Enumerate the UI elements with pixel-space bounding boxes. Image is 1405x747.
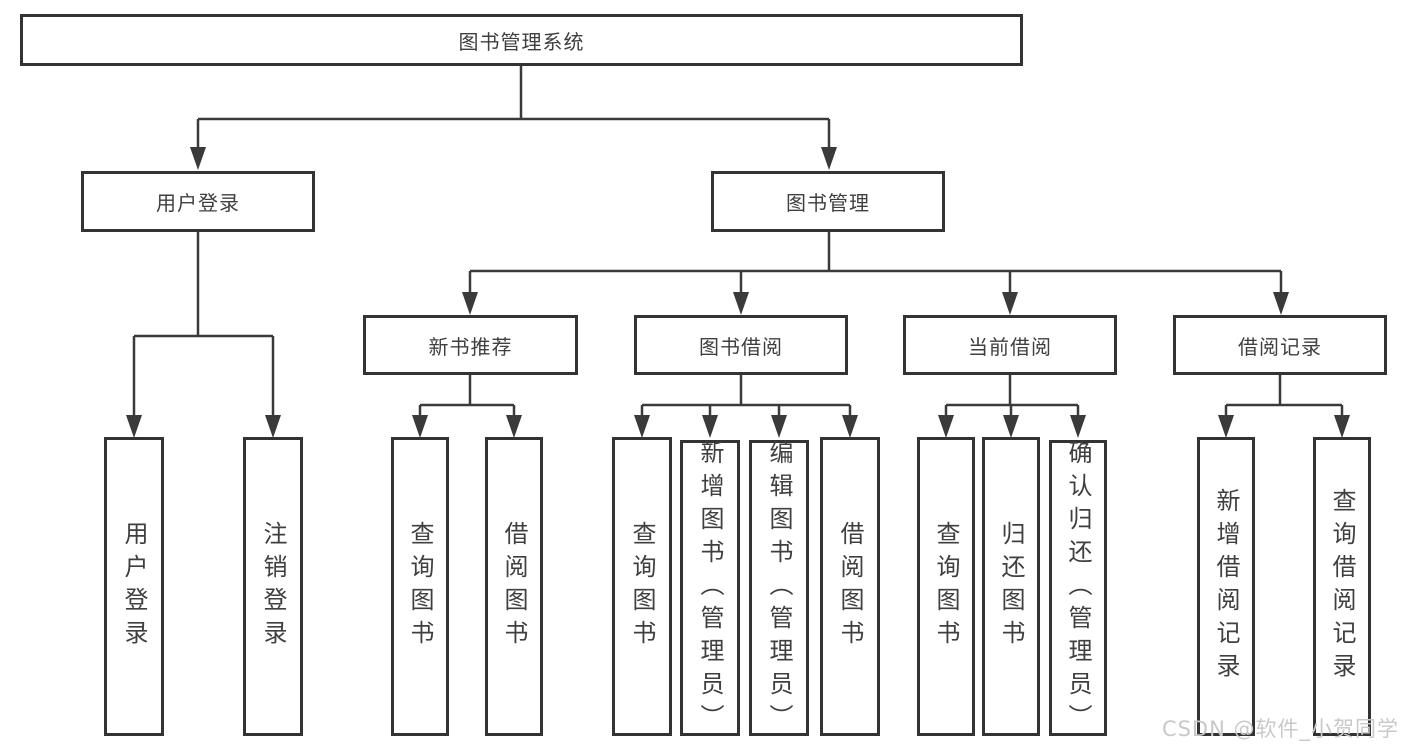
leaf-confirm-return-admin-label: 确认归还（管理员） <box>1064 439 1092 737</box>
node-new-book-recommend-label: 新书推荐 <box>428 334 513 359</box>
leaf-return-books: 归还图书 <box>982 437 1040 736</box>
leaf-borrow-books: 借阅图书 <box>820 437 880 736</box>
node-root: 图书管理系统 <box>20 14 1023 66</box>
leaf-query-books-recommend-label: 查询图书 <box>406 520 434 653</box>
leaf-logout: 注销登录 <box>243 437 303 736</box>
leaf-borrow-books-label: 借阅图书 <box>836 520 864 653</box>
leaf-query-books-current: 查询图书 <box>917 437 975 736</box>
leaf-logout-label: 注销登录 <box>259 520 287 653</box>
node-root-label: 图书管理系统 <box>458 29 585 54</box>
node-borrow-records-label: 借阅记录 <box>1238 334 1322 359</box>
leaf-user-login: 用户登录 <box>104 437 164 736</box>
leaf-borrow-books-recommend: 借阅图书 <box>485 437 543 736</box>
node-book-management-label: 图书管理 <box>786 191 870 215</box>
node-current-borrow-label: 当前借阅 <box>968 334 1052 359</box>
leaf-confirm-return-admin: 确认归还（管理员） <box>1049 439 1107 737</box>
leaf-add-borrow-record-label: 新增借阅记录 <box>1212 487 1240 686</box>
leaf-edit-book-admin-label: 编辑图书（管理员） <box>765 439 793 737</box>
leaf-query-books-current-label: 查询图书 <box>932 520 960 653</box>
leaf-query-borrow-record-label: 查询借阅记录 <box>1328 487 1356 686</box>
leaf-user-login-label: 用户登录 <box>120 520 148 653</box>
leaf-edit-book-admin: 编辑图书（管理员） <box>749 439 809 737</box>
node-book-management: 图书管理 <box>711 171 945 232</box>
leaf-query-borrow-record: 查询借阅记录 <box>1313 437 1371 736</box>
node-user-login-label: 用户登录 <box>156 191 240 215</box>
leaf-query-books-borrow-label: 查询图书 <box>628 520 656 653</box>
leaf-add-borrow-record: 新增借阅记录 <box>1197 437 1255 736</box>
leaf-borrow-books-recommend-label: 借阅图书 <box>500 520 528 653</box>
leaf-query-books-recommend: 查询图书 <box>391 437 449 736</box>
node-borrow-records: 借阅记录 <box>1173 315 1387 375</box>
watermark: CSDN @软件_小贺同学 <box>1161 717 1399 741</box>
node-book-borrow: 图书借阅 <box>634 315 848 375</box>
node-new-book-recommend: 新书推荐 <box>363 315 578 375</box>
leaf-return-books-label: 归还图书 <box>997 520 1025 653</box>
leaf-query-books-borrow: 查询图书 <box>612 437 672 736</box>
node-book-borrow-label: 图书借阅 <box>699 334 783 359</box>
node-current-borrow: 当前借阅 <box>903 315 1117 375</box>
leaf-add-book-admin: 新增图书（管理员） <box>680 439 740 737</box>
leaf-add-book-admin-label: 新增图书（管理员） <box>696 439 724 737</box>
node-user-login: 用户登录 <box>81 171 315 232</box>
